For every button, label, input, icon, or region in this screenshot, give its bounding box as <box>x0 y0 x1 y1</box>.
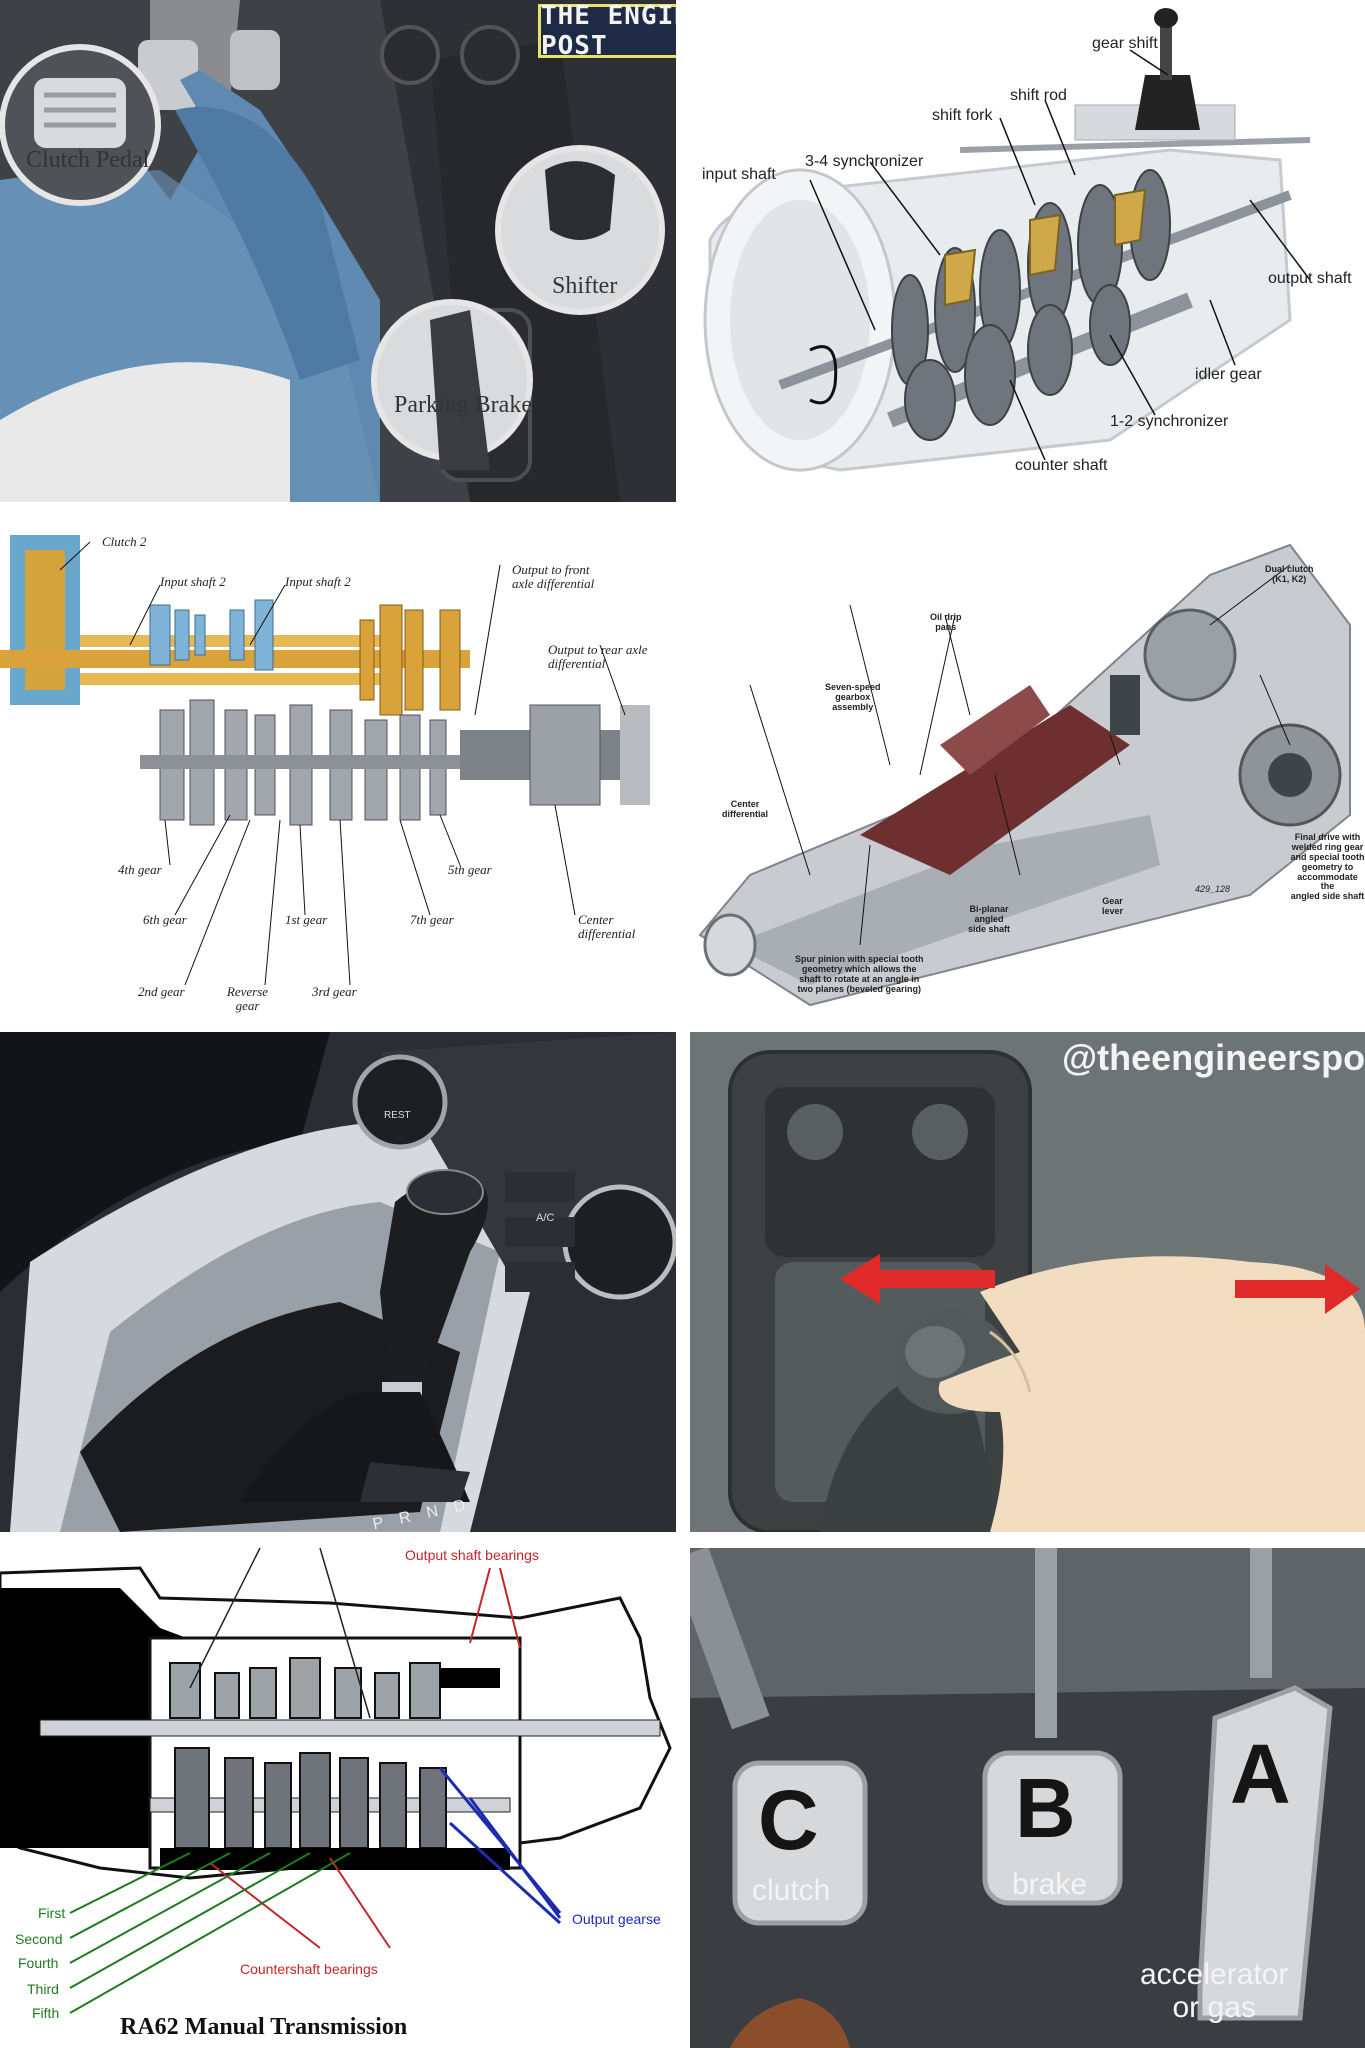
dual-clutch-section-art <box>0 535 650 986</box>
output-front-label: Output to front axle differential <box>512 562 595 592</box>
idler-gear-label: idler gear <box>1195 366 1262 383</box>
clutch-pedal-letter: C <box>758 1773 819 1867</box>
gear-shift-label: gear shift <box>1092 35 1158 52</box>
ac-label: A/C <box>536 1212 555 1224</box>
clutch2-label: Clutch 2 <box>102 534 147 549</box>
part-number-label: 429_128 <box>1195 884 1231 894</box>
shift-fork-label: shift fork <box>932 107 993 124</box>
center-diff-label-2: Center differential <box>722 799 769 819</box>
gear3-label: 3rd gear <box>312 984 357 999</box>
reverse-label: Reverse gear <box>226 984 269 1014</box>
seven-speed-cutaway-diagram: Dual clutch (K1, K2) Oil drip pans Seven… <box>690 515 1365 1015</box>
output-shaft-label: output shaft <box>1268 270 1352 287</box>
parking-brake-label: Parking Brake <box>394 392 532 418</box>
brake-pedal-letter: B <box>1015 1761 1076 1855</box>
gearbox-assembly-label: Seven-speed gearbox assembly <box>825 682 881 712</box>
gear6-label: 6th gear <box>143 912 187 927</box>
shifter-label: Shifter <box>552 273 618 299</box>
input-shaft-2a-label: Input shaft 2 <box>160 574 226 589</box>
gear-lever-label: Gear lever <box>1102 896 1124 916</box>
ra62-transmission-diagram: Output shaft bearings Output gearse Coun… <box>0 1548 676 2048</box>
output-bearings-label: Output shaft bearings <box>405 1548 539 1563</box>
dual-clutch-section-diagram: Clutch 2 Input shaft 2 Input shaft 2 Out… <box>0 515 676 1015</box>
input-shaft-2b-label: Input shaft 2 <box>285 574 351 589</box>
seven-speed-cutaway-art <box>698 543 1351 1007</box>
output-gears-label: Output gearse <box>572 1911 661 1927</box>
accelerator-pedal-name: accelerator or gas <box>1140 1958 1289 2024</box>
driver-controls-illustration: THE ENGINEERS POST Clutch Pedal Shifter … <box>0 0 676 502</box>
sync-34-label: 3-4 synchronizer <box>805 153 924 170</box>
pedals-art <box>690 1548 1365 2048</box>
side-shaft-label: Bi-planar angled side shaft <box>968 904 1011 934</box>
watermark-handle: @theengineerspost <box>1062 1037 1365 1078</box>
brake-pedal-name: brake <box>1012 1868 1088 1901</box>
gear5-label: 5th gear <box>448 862 492 877</box>
neutral-shift-illustration: @theengineerspost <box>690 1032 1365 1532</box>
gear-second-label: Second <box>15 1931 63 1947</box>
gear-third-label: Third <box>27 1981 59 1997</box>
countershaft-bearings-label: Countershaft bearings <box>240 1961 378 1977</box>
gearbox-cutaway-art <box>703 8 1311 472</box>
oil-drip-label: Oil drip pans <box>930 612 962 632</box>
neutral-shift-art <box>690 1032 1365 1532</box>
shift-rod-label: shift rod <box>1010 87 1067 104</box>
clutch-pedal-label: Clutch Pedal <box>26 147 150 173</box>
gear1-label: 1st gear <box>285 912 328 927</box>
gear2-label: 2nd gear <box>138 984 185 999</box>
gear-first-label: First <box>38 1905 66 1921</box>
clutch-pedal-name: clutch <box>752 1874 831 1907</box>
gear-fourth-label: Fourth <box>18 1955 59 1971</box>
counter-shaft-label: counter shaft <box>1015 457 1108 474</box>
center-diff-label: Center differential <box>578 912 636 942</box>
driver-controls-art <box>0 0 676 502</box>
gearbox-cutaway-diagram: gear shift shift rod shift fork 3-4 sync… <box>690 0 1365 502</box>
gear4-label: 4th gear <box>118 862 162 877</box>
dual-clutch-label: Dual clutch (K1, K2) <box>1265 564 1314 584</box>
gear7-label: 7th gear <box>410 912 454 927</box>
final-drive-label: Final drive with welded ring gear and sp… <box>1290 832 1365 902</box>
sync-12-label: 1-2 synchronizer <box>1110 413 1229 430</box>
spur-pinion-label: Spur pinion with special tooth geometry … <box>795 954 924 994</box>
pedals-illustration: C clutch B brake A accelerator or gas <box>690 1548 1365 2048</box>
accelerator-pedal-letter: A <box>1230 1727 1291 1821</box>
ra62-diagram-art <box>0 1548 672 2014</box>
gear-fifth-label: Fifth <box>32 2005 60 2021</box>
shifter-closeup-photo: A/C REST P R N D <box>0 1032 676 1532</box>
input-shaft-label: input shaft <box>702 166 776 183</box>
shifter-closeup-art <box>0 1032 676 1532</box>
rest-label: REST <box>384 1110 411 1121</box>
ra62-title: RA62 Manual Transmission <box>120 2014 408 2040</box>
output-rear-label: Output to rear axle differential <box>548 642 648 672</box>
brand-badge: THE ENGINEERS POST <box>538 1 676 61</box>
